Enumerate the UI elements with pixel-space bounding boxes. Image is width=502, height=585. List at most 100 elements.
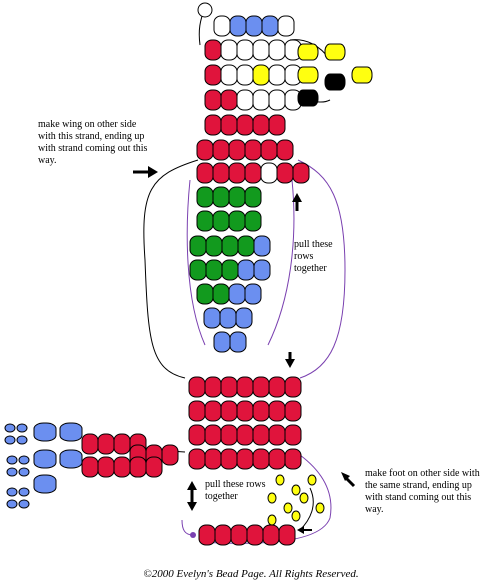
bead-red bbox=[268, 448, 286, 470]
bead-red bbox=[252, 400, 270, 422]
bead-red bbox=[220, 448, 238, 470]
bead-blue-small bbox=[18, 455, 30, 465]
bead-green bbox=[205, 235, 223, 257]
bead-red bbox=[129, 456, 147, 478]
bead-yellow-small bbox=[267, 514, 277, 526]
bead-red bbox=[145, 456, 163, 478]
bead-red bbox=[244, 139, 262, 161]
thread-line bbox=[186, 179, 206, 346]
bead-red bbox=[204, 89, 222, 111]
bead-blue bbox=[245, 15, 263, 37]
bead-black bbox=[324, 73, 346, 91]
bead-red bbox=[284, 400, 302, 422]
bead-yellow-small bbox=[275, 474, 285, 486]
foot-instruction-note: make foot on other side with the same st… bbox=[365, 468, 480, 515]
bead-red bbox=[268, 400, 286, 422]
bead-blue bbox=[33, 422, 57, 442]
bead-red bbox=[204, 114, 222, 136]
copyright-notice: ©2000 Evelyn's Bead Page. All Rights Res… bbox=[143, 568, 359, 580]
bead-red bbox=[268, 424, 286, 446]
bead-blue bbox=[229, 331, 247, 353]
bead-red bbox=[276, 139, 294, 161]
bead-green bbox=[196, 283, 214, 305]
bead-red bbox=[244, 162, 262, 184]
bead-blue-small bbox=[6, 487, 18, 497]
bead-black bbox=[297, 89, 319, 107]
bead-red bbox=[196, 162, 214, 184]
bead-blue-small bbox=[6, 455, 18, 465]
bead-red bbox=[228, 162, 246, 184]
bead-red bbox=[161, 444, 179, 466]
bead-red bbox=[252, 114, 270, 136]
bead-blue bbox=[59, 422, 83, 442]
bead-white bbox=[260, 162, 278, 184]
bead-red bbox=[252, 448, 270, 470]
bead-green bbox=[244, 210, 262, 232]
bead-white bbox=[277, 15, 295, 37]
bead-red bbox=[204, 400, 222, 422]
bead-red bbox=[204, 448, 222, 470]
bead-blue-small bbox=[18, 499, 30, 509]
bead-blue bbox=[228, 283, 246, 305]
arrow-down-icon bbox=[285, 352, 295, 368]
bead-green bbox=[221, 259, 239, 281]
bead-green bbox=[228, 186, 246, 208]
bead-blue bbox=[261, 15, 279, 37]
bead-green bbox=[212, 210, 230, 232]
bead-red bbox=[278, 524, 296, 546]
bead-blue-small bbox=[6, 499, 18, 509]
bead-red bbox=[188, 424, 206, 446]
bead-red bbox=[252, 424, 270, 446]
bead-yellow bbox=[351, 66, 373, 84]
bead-red bbox=[220, 400, 238, 422]
thread-line bbox=[143, 159, 199, 379]
bead-red bbox=[236, 376, 254, 398]
arrow-updown-icon bbox=[187, 481, 197, 511]
bead-red bbox=[236, 400, 254, 422]
bead-yellow-small bbox=[291, 510, 301, 522]
bead-white bbox=[236, 39, 254, 61]
pull-rows-note: pull these rows together bbox=[294, 239, 333, 274]
bead-white bbox=[268, 89, 286, 111]
bead-white bbox=[236, 64, 254, 86]
bead-green bbox=[189, 235, 207, 257]
bead-blue-small bbox=[16, 423, 28, 433]
thread-line bbox=[267, 179, 295, 346]
bead-green bbox=[205, 259, 223, 281]
thread-end-dot bbox=[190, 532, 196, 538]
bead-red bbox=[262, 524, 280, 546]
bead-red bbox=[268, 376, 286, 398]
bead-red bbox=[204, 424, 222, 446]
bead-red bbox=[220, 376, 238, 398]
arrow-up-icon bbox=[292, 193, 302, 211]
bead-red bbox=[252, 376, 270, 398]
bead-red bbox=[284, 376, 302, 398]
bead-red bbox=[292, 162, 310, 184]
bead-red bbox=[236, 448, 254, 470]
instruction-arrows bbox=[133, 166, 356, 534]
bead-yellow bbox=[324, 43, 346, 61]
bead-yellow-small bbox=[283, 502, 293, 514]
bead-red bbox=[81, 433, 99, 455]
bead-green bbox=[228, 210, 246, 232]
bead-red bbox=[204, 64, 222, 86]
bead-green bbox=[189, 259, 207, 281]
bead-blue bbox=[213, 331, 231, 353]
bead-red bbox=[97, 456, 115, 478]
bead-red bbox=[236, 114, 254, 136]
arrow-upleft-icon bbox=[341, 472, 356, 488]
bead-green bbox=[212, 186, 230, 208]
bead-white bbox=[236, 89, 254, 111]
bead-red bbox=[276, 162, 294, 184]
arrow-right-icon bbox=[133, 166, 158, 178]
bead-green bbox=[196, 210, 214, 232]
bead-white bbox=[252, 39, 270, 61]
bead-red bbox=[228, 139, 246, 161]
bead-white bbox=[268, 64, 286, 86]
bead-yellow-small bbox=[291, 484, 301, 496]
bead-red bbox=[188, 400, 206, 422]
arrow-left-icon bbox=[297, 526, 312, 534]
bead-blue-small bbox=[4, 435, 16, 445]
bead-white bbox=[220, 39, 238, 61]
